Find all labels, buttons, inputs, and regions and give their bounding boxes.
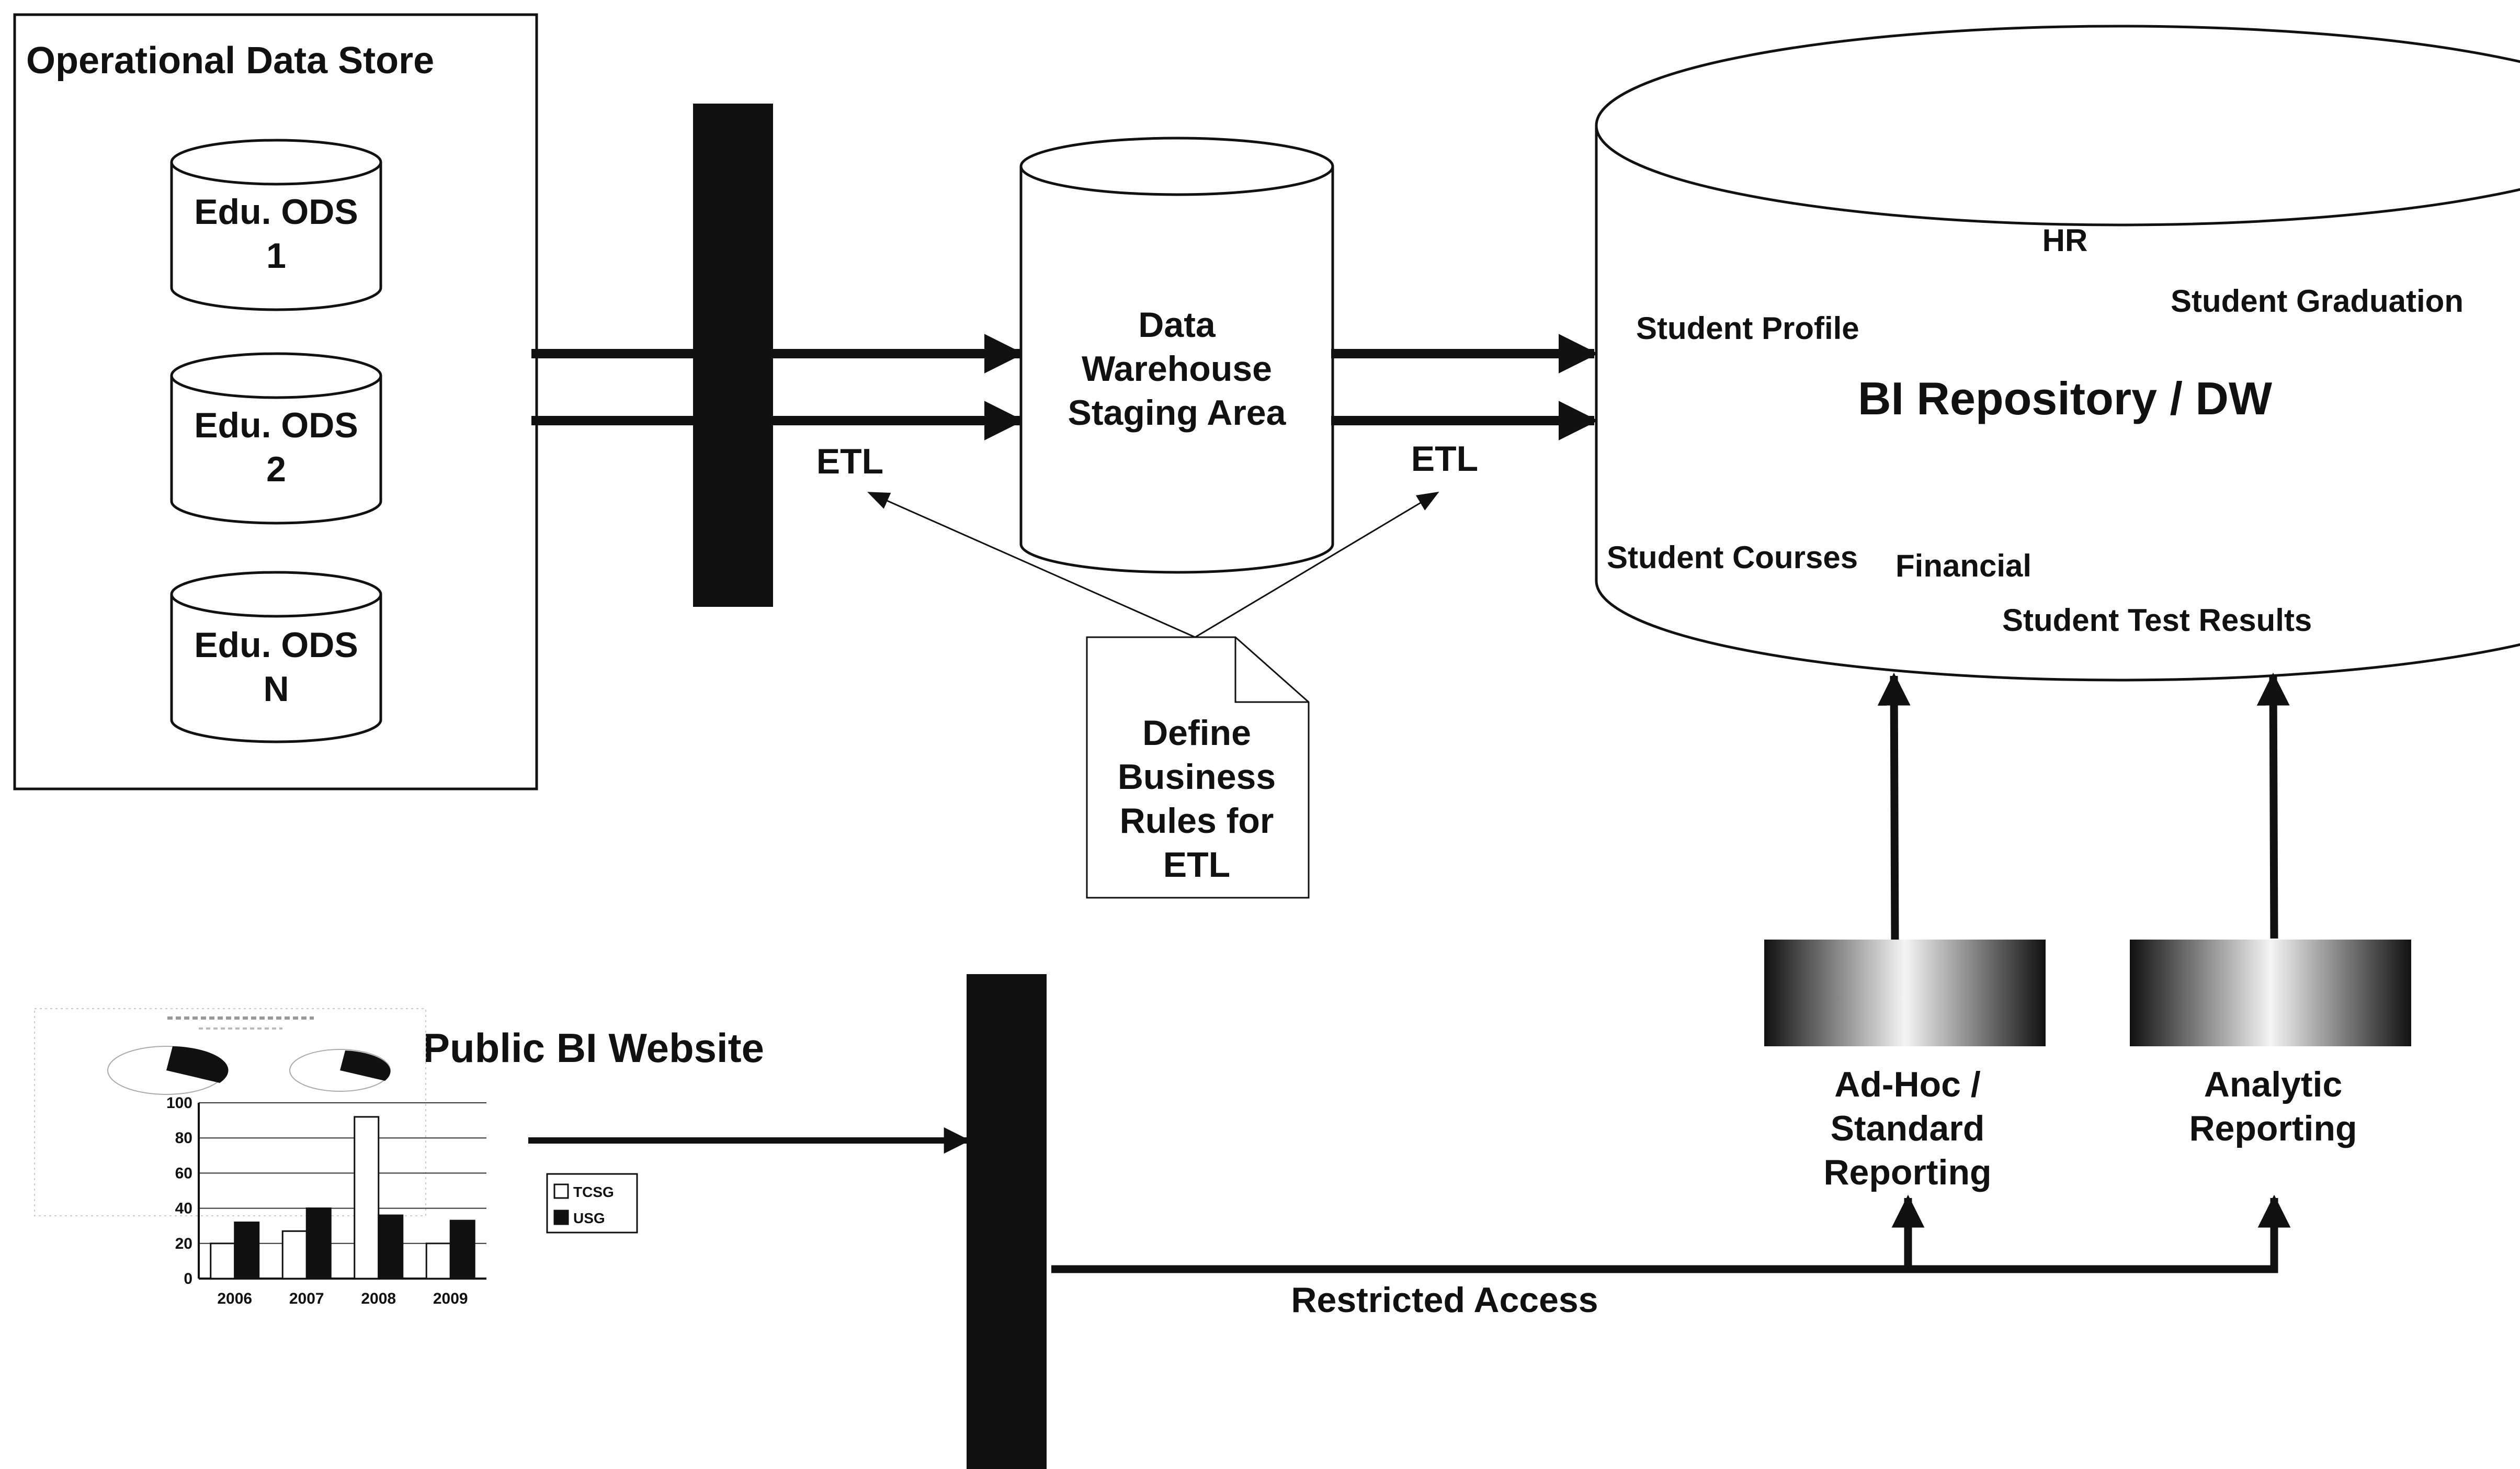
x-tick-label: 2007	[289, 1290, 324, 1307]
public-website-thumbnail: 0 20 40 60 80 100 2006 2007 2008 2009 TCSG USG	[34, 1008, 638, 1307]
bar-usg-2009	[449, 1219, 475, 1280]
x-tick-label: 2006	[217, 1290, 252, 1307]
adhoc-line1: Ad-Hoc /	[1834, 1065, 1981, 1104]
thumbnail-pie-icon-right	[289, 1049, 391, 1092]
operational-data-store: Operational Data Store Edu. ODS 1 Edu. O…	[13, 13, 538, 790]
adhoc-line3: Reporting	[1823, 1152, 1991, 1192]
legend-label-tcsg: TCSG	[573, 1184, 614, 1200]
legend-label-usg: USG	[573, 1210, 605, 1226]
legend-swatch-tcsg	[553, 1183, 569, 1199]
x-tick-label: 2008	[361, 1290, 396, 1307]
area-student-courses: Student Courses	[1607, 540, 1858, 575]
rules-line4: ETL	[1163, 845, 1230, 885]
rules-line3: Rules for	[1120, 801, 1274, 841]
ods-store-2-line1: Edu. ODS	[194, 405, 358, 445]
arrow-adhoc-to-dw	[1877, 672, 1911, 942]
bi-repository-cylinder: BI Repository / DW HR Student Profile St…	[1595, 25, 2520, 682]
area-student-test-results: Student Test Results	[2002, 603, 2312, 638]
bar-tcsg-2009	[425, 1242, 451, 1280]
bar-tcsg-2008	[354, 1116, 380, 1280]
analytic-reporting-tool: Analytic Reporting	[2130, 940, 2411, 1148]
ods-store-1: Edu. ODS 1	[170, 139, 382, 311]
x-tick-label: 2009	[433, 1290, 468, 1307]
rules-line2: Business	[1118, 757, 1276, 797]
business-rules-document: Define Business Rules for ETL	[1086, 636, 1310, 899]
y-tick-label: 40	[175, 1200, 192, 1217]
staging-area-cylinder: Data Warehouse Staging Area	[1019, 137, 1334, 574]
staging-line3: Staging Area	[1068, 393, 1287, 433]
adhoc-reporting-tool: Ad-Hoc / Standard Reporting	[1764, 940, 2046, 1192]
adhoc-line2: Standard	[1831, 1109, 1985, 1148]
ods-store-2: Edu. ODS 2	[170, 352, 382, 525]
firewall-bar-bottom	[967, 974, 1047, 1469]
area-student-graduation: Student Graduation	[2171, 284, 2464, 319]
ods-store-n-line2: N	[263, 669, 289, 709]
etl-label-left: ETL	[816, 442, 883, 481]
analytic-line2: Reporting	[2189, 1109, 2357, 1148]
y-tick-label: 100	[166, 1094, 192, 1112]
y-tick-label: 20	[175, 1235, 192, 1252]
thumbnail-pie-icon-left	[107, 1046, 229, 1095]
rules-line1: Define	[1142, 713, 1251, 753]
area-financial: Financial	[1895, 548, 2031, 583]
restricted-access-label: Restricted Access	[1291, 1280, 1598, 1320]
ods-title: Operational Data Store	[26, 40, 434, 82]
bar-usg-2006	[234, 1221, 260, 1280]
bar-tcsg-2007	[281, 1230, 308, 1280]
ods-store-n-line1: Edu. ODS	[194, 625, 358, 665]
area-student-profile: Student Profile	[1636, 311, 1859, 346]
adhoc-reporting-block	[1764, 940, 2046, 1046]
staging-line1: Data	[1138, 305, 1216, 345]
analytic-reporting-block	[2130, 940, 2411, 1046]
staging-line2: Warehouse	[1082, 349, 1272, 389]
public-bi-website-title: Public BI Website	[423, 1025, 764, 1071]
ods-store-1-line1: Edu. ODS	[194, 192, 358, 232]
area-hr: HR	[2042, 223, 2088, 258]
rules-to-etl-right-arrow	[1195, 491, 1439, 638]
arrow-analytic-to-dw	[2256, 672, 2290, 939]
ods-store-n: Edu. ODS N	[170, 571, 382, 743]
legend-swatch-usg	[553, 1210, 569, 1225]
bar-tcsg-2006	[210, 1242, 236, 1280]
rules-to-etl-left-arrow	[867, 492, 1196, 638]
ods-store-1-line2: 1	[266, 236, 286, 276]
ods-store-2-line2: 2	[266, 449, 286, 489]
etl-label-right: ETL	[1411, 439, 1478, 479]
restricted-access-line	[1051, 1194, 2291, 1273]
bar-usg-2007	[305, 1207, 332, 1280]
y-tick-label: 80	[175, 1129, 192, 1147]
analytic-line1: Analytic	[2204, 1065, 2343, 1104]
y-tick-label: 60	[175, 1165, 192, 1182]
y-tick-label: 0	[184, 1270, 192, 1287]
bi-repository-title: BI Repository / DW	[1858, 372, 2272, 424]
bar-usg-2008	[378, 1214, 404, 1280]
thumbnail-bar-chart: 0 20 40 60 80 100 2006 2007 2008 2009 TCSG USG	[166, 1094, 638, 1307]
